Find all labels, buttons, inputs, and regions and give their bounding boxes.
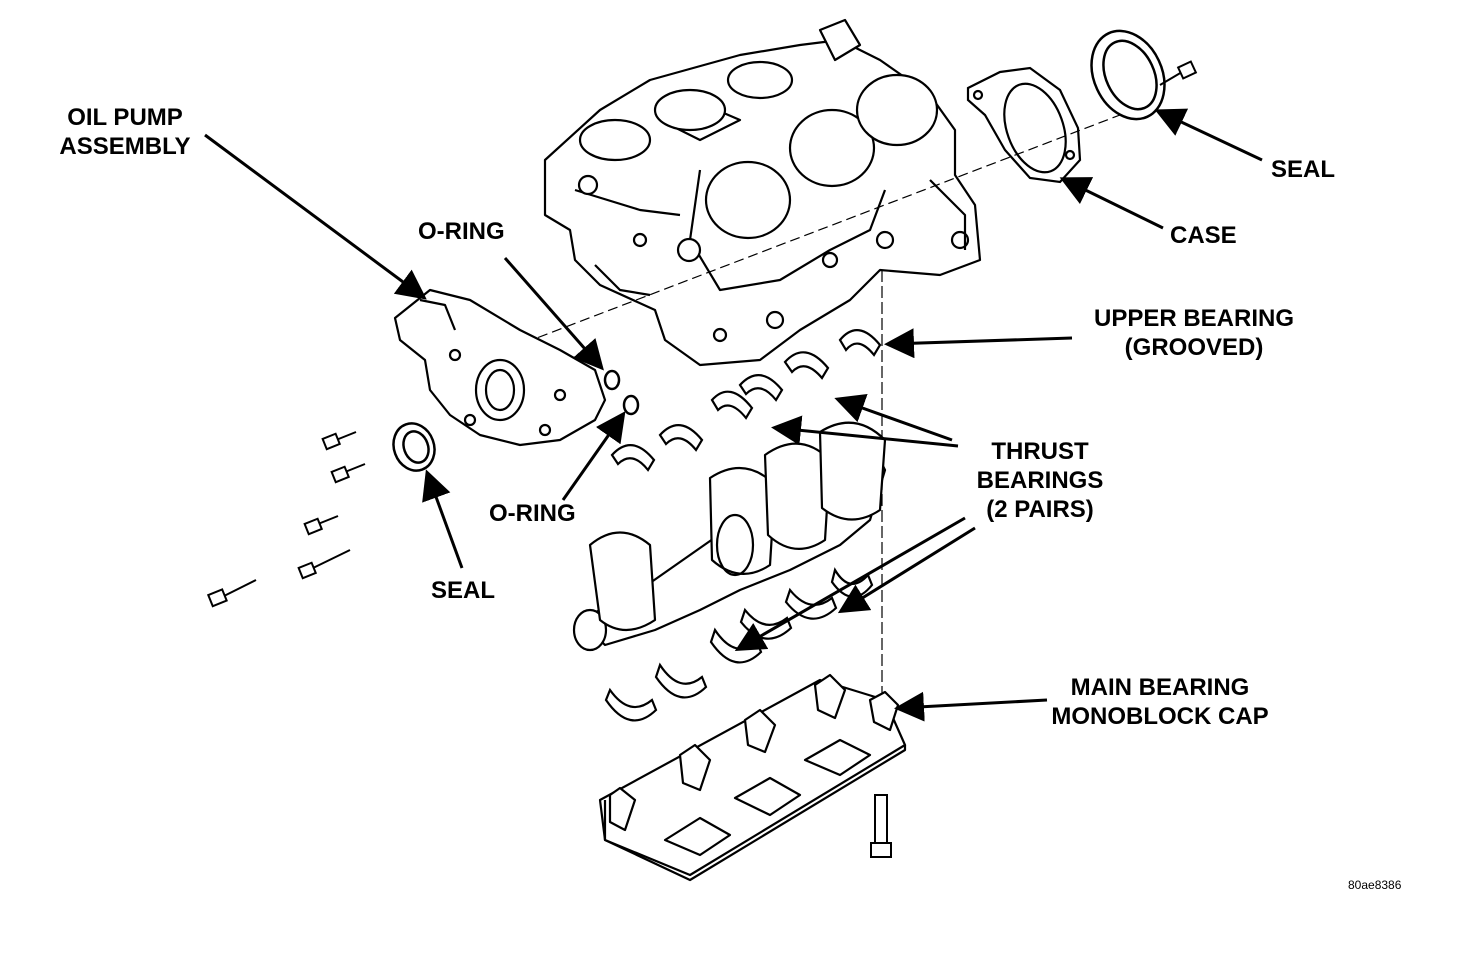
upper-bearing-shells — [610, 329, 882, 472]
arrow-o-ring-top — [503, 257, 604, 371]
label-main-cap-line2: MONOBLOCK CAP — [1051, 703, 1269, 730]
arrow-seal-right — [1154, 108, 1263, 162]
main-bearing-monoblock-cap — [598, 673, 907, 882]
arrow-thrust-lower-2 — [837, 526, 976, 614]
arrow-oil-pump — [204, 133, 427, 300]
label-thrust-bearings: THRUST BEARINGS (2 PAIRS) — [960, 437, 1120, 524]
label-oil-pump-line1: OIL PUMP — [67, 104, 183, 131]
oil-pump-assembly — [393, 288, 607, 447]
pump-bolts — [206, 431, 366, 608]
label-upper-bearing: UPPER BEARING (GROOVED) — [1078, 304, 1310, 362]
label-o-ring-bottom: O-RING — [489, 500, 576, 527]
label-o-ring-top: O-RING — [418, 218, 505, 245]
label-oil-pump-assembly: OIL PUMP ASSEMBLY — [50, 103, 200, 161]
label-oil-pump-line2: ASSEMBLY — [59, 133, 191, 160]
cap-bolt — [870, 794, 892, 858]
arrow-seal-left — [422, 469, 464, 569]
engine-block — [543, 18, 982, 367]
arrow-upper-bearing — [884, 328, 1073, 359]
label-case: CASE — [1170, 222, 1237, 249]
figure-id: 80ae8386 — [1348, 878, 1402, 892]
o-ring-upper — [603, 369, 621, 391]
rear-seal-case — [966, 66, 1082, 184]
label-main-cap-line1: MAIN BEARING — [1070, 674, 1250, 701]
front-seal — [392, 422, 436, 472]
label-thrust-line3: (2 PAIRS) — [986, 496, 1094, 523]
arrow-o-ring-bottom — [561, 411, 626, 501]
rear-bolt — [1159, 60, 1198, 86]
leader-arrows — [204, 108, 1263, 722]
label-seal-left: SEAL — [431, 577, 496, 604]
crankshaft — [572, 421, 887, 652]
label-upper-bearing-line2: (GROOVED) — [1124, 334, 1264, 361]
label-thrust-line1: THRUST — [991, 438, 1089, 465]
label-main-bearing-cap: MAIN BEARING MONOBLOCK CAP — [1030, 673, 1290, 731]
o-ring-lower — [622, 394, 640, 416]
arrow-thrust-lower-1 — [734, 516, 966, 652]
label-thrust-line2: BEARINGS — [976, 467, 1104, 494]
crank-centerline — [439, 114, 1121, 376]
arrow-thrust-upper-1 — [771, 415, 959, 448]
arrow-thrust-upper-2 — [834, 393, 953, 442]
rear-seal — [1090, 29, 1166, 121]
label-upper-bearing-line1: UPPER BEARING — [1093, 305, 1295, 332]
arrow-main-cap — [894, 691, 1048, 722]
arrow-case — [1059, 177, 1164, 230]
label-seal-right: SEAL — [1271, 156, 1336, 183]
